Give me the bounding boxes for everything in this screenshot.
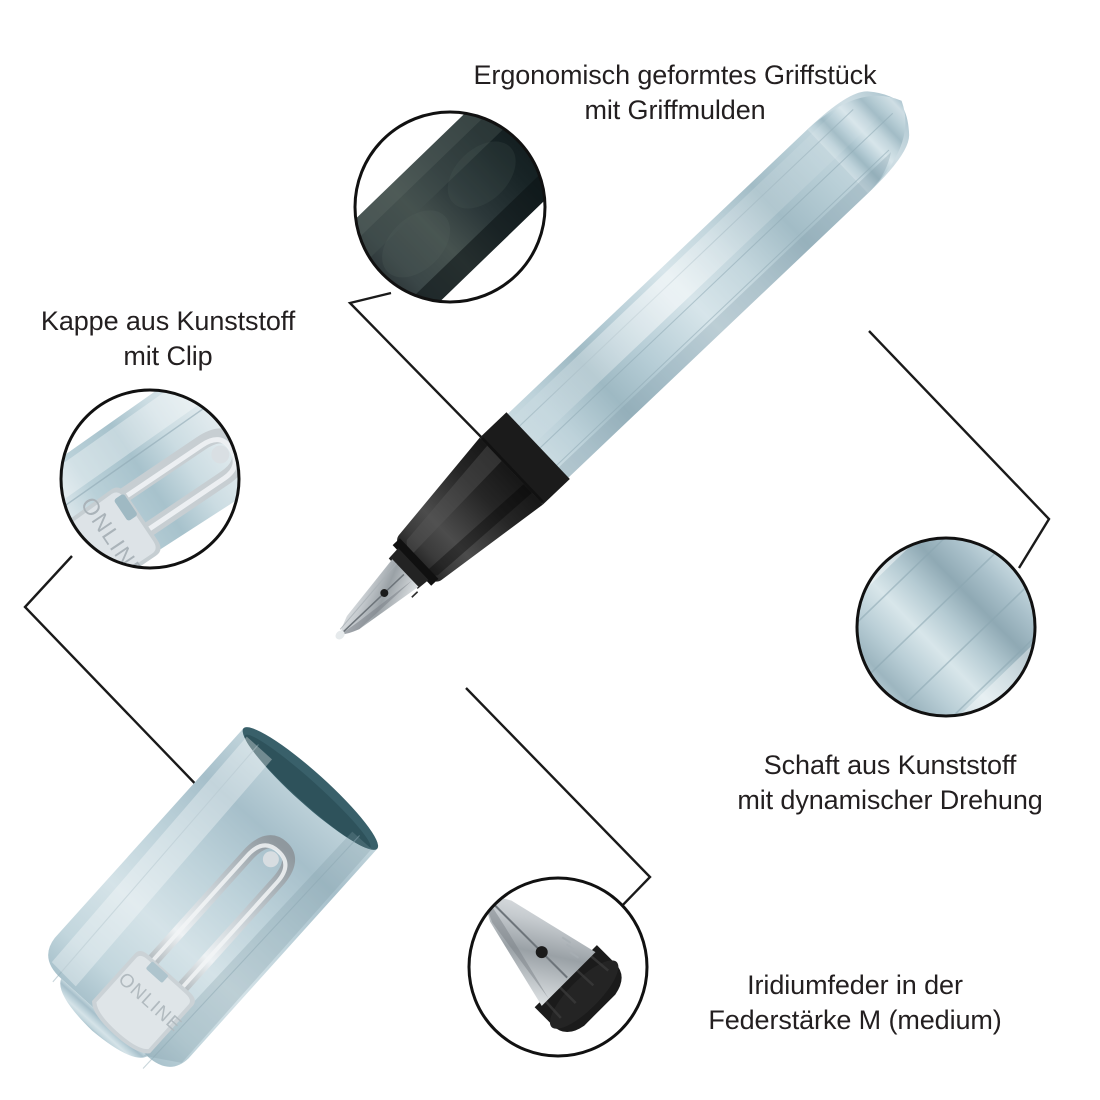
pen-nib xyxy=(335,559,419,640)
callout-label-grip: Ergonomisch geformtes Griffstück mit Gri… xyxy=(445,58,905,127)
pen-barrel xyxy=(497,80,910,488)
callout-label-cap-line1: Kappe aus Kunststoff xyxy=(40,306,296,336)
callout-circle-shaft xyxy=(855,536,1037,718)
callout-ring-cap xyxy=(59,388,241,570)
leader-line-grip xyxy=(347,291,534,491)
callout-label-nib-line1: Iridiumfeder in der xyxy=(747,970,963,1000)
callout-label-grip-line2: mit Griffmulden xyxy=(584,94,766,125)
callout-label-shaft-line1: Schaft aus Kunststoff xyxy=(763,750,1017,780)
callout-label-nib-line2: Federstärke M (medium) xyxy=(708,1004,1002,1035)
callout-label-nib: Iridiumfeder in der Federstärke M (mediu… xyxy=(655,968,1055,1037)
pen-assembled: ONLINE xyxy=(48,80,910,1069)
leader-lines xyxy=(23,291,1051,912)
callout-label-cap: Kappe aus Kunststoff mit Clip xyxy=(8,304,328,373)
leader-line-nib xyxy=(465,687,652,912)
pen-cap: ONLINE xyxy=(48,727,379,1069)
callout-ring-grip xyxy=(353,110,547,304)
callout-label-shaft: Schaft aus Kunststoff mit dynamischer Dr… xyxy=(700,748,1080,817)
callout-label-cap-line2: mit Clip xyxy=(123,340,213,371)
callout-label-grip-line1: Ergonomisch geformtes Griffstück xyxy=(473,60,877,90)
leader-line-shaft xyxy=(868,330,1051,569)
pen-grip-section xyxy=(388,412,570,598)
leader-line-cap xyxy=(23,555,207,796)
callout-ring-shaft xyxy=(855,536,1037,718)
callout-circle-cap: ONLINE xyxy=(59,388,241,570)
callout-label-shaft-line2: mit dynamischer Drehung xyxy=(737,784,1043,815)
callout-ring-nib xyxy=(467,876,649,1058)
callout-circle-nib xyxy=(467,876,649,1058)
pen-clip: ONLINE xyxy=(92,835,295,1054)
callout-circle-grip xyxy=(353,110,547,304)
